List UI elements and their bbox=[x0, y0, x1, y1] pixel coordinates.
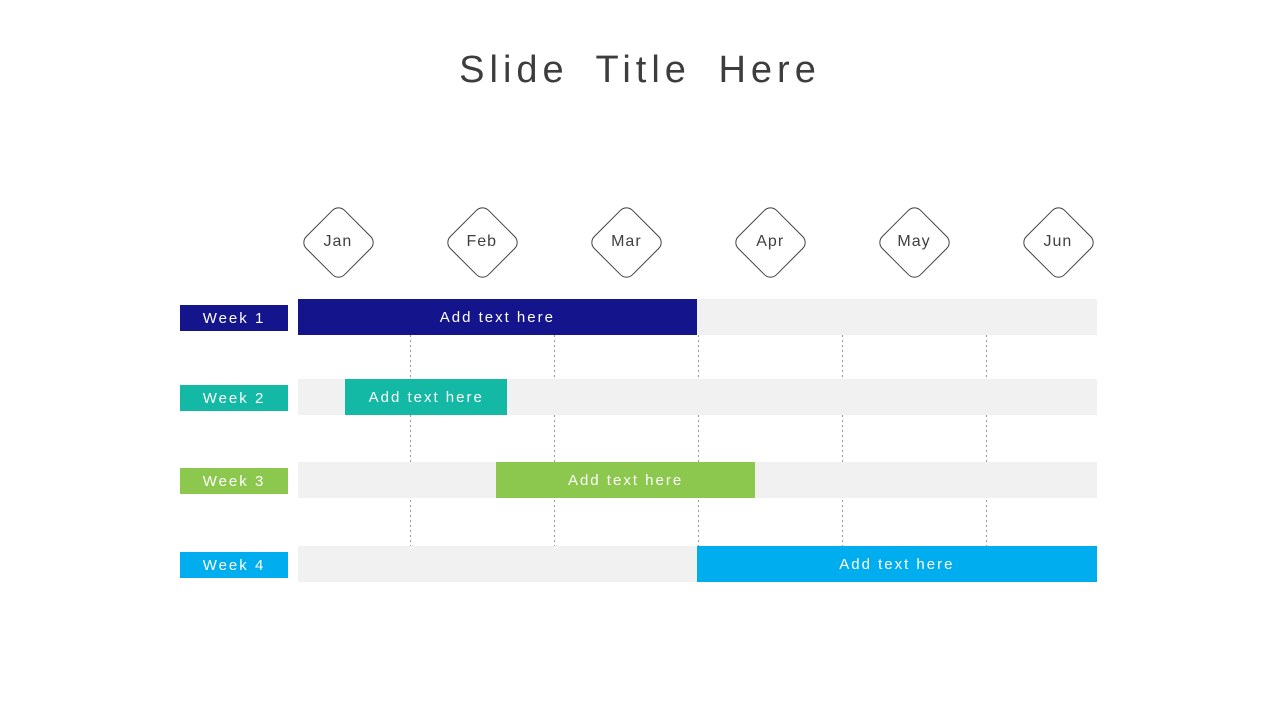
month-marker-jan[interactable]: Jan bbox=[299, 203, 378, 282]
row-track: Add text here bbox=[298, 462, 1097, 498]
month-marker-mar[interactable]: Mar bbox=[587, 203, 666, 282]
row-label: Week 3 bbox=[202, 472, 266, 490]
row-track: Add text here bbox=[298, 546, 1097, 582]
gantt-bar[interactable]: Add text here bbox=[345, 379, 508, 415]
gantt-bar[interactable]: Add text here bbox=[696, 546, 1097, 582]
month-label: Apr bbox=[756, 233, 785, 250]
row-track: Add text here bbox=[298, 299, 1097, 335]
gantt-bar[interactable]: Add text here bbox=[298, 299, 697, 335]
row-label: Week 1 bbox=[202, 309, 266, 327]
gantt-row-week-4: Week 4 Add text here bbox=[0, 546, 1280, 582]
gridline-feb-mar bbox=[553, 335, 555, 546]
row-label-chip[interactable]: Week 3 bbox=[180, 468, 288, 494]
gridline-may-jun bbox=[985, 335, 987, 546]
bar-label: Add text here bbox=[439, 308, 555, 326]
month-gridlines bbox=[298, 335, 1097, 546]
gantt-row-week-1: Week 1 Add text here bbox=[0, 299, 1280, 335]
gridline-jan-feb bbox=[409, 335, 411, 546]
gantt-row-week-2: Week 2 Add text here bbox=[0, 379, 1280, 415]
row-label: Week 4 bbox=[202, 556, 266, 574]
month-marker-apr[interactable]: Apr bbox=[731, 203, 810, 282]
slide-title[interactable]: Slide Title Here bbox=[459, 49, 821, 91]
month-axis: Jan Feb Mar Apr May Jun bbox=[298, 203, 1098, 282]
bar-label: Add text here bbox=[368, 388, 484, 406]
row-track: Add text here bbox=[298, 379, 1097, 415]
gantt-bar[interactable]: Add text here bbox=[496, 462, 756, 498]
bar-label: Add text here bbox=[567, 471, 684, 489]
month-label: Mar bbox=[611, 233, 642, 250]
month-marker-may[interactable]: May bbox=[875, 203, 954, 282]
gridline-mar-apr bbox=[698, 335, 700, 546]
month-label: Jun bbox=[1043, 233, 1073, 250]
row-label-chip[interactable]: Week 2 bbox=[180, 385, 288, 411]
month-marker-jun[interactable]: Jun bbox=[1019, 203, 1098, 282]
month-label: May bbox=[897, 233, 931, 250]
bar-label: Add text here bbox=[839, 555, 955, 573]
month-marker-feb[interactable]: Feb bbox=[443, 203, 522, 282]
gantt-row-week-3: Week 3 Add text here bbox=[0, 462, 1280, 498]
row-label-chip[interactable]: Week 1 bbox=[180, 305, 288, 331]
gridline-apr-may bbox=[842, 335, 844, 546]
month-label: Feb bbox=[466, 233, 498, 250]
row-label: Week 2 bbox=[202, 389, 266, 407]
row-label-chip[interactable]: Week 4 bbox=[180, 552, 288, 578]
month-label: Jan bbox=[323, 233, 353, 250]
